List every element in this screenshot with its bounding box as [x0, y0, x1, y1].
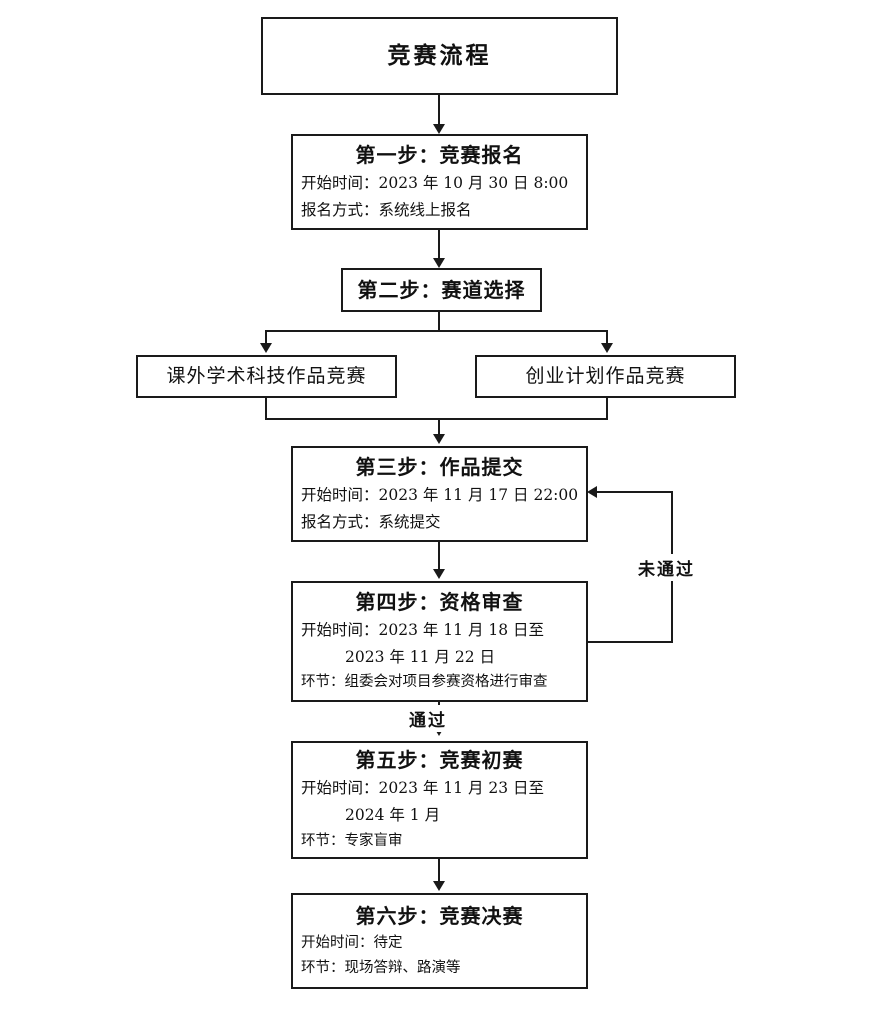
connector-track-right-to-merge: [606, 398, 608, 420]
node-step3-line-2: 报名方式：系统提交: [301, 512, 441, 531]
node-step4-line-3: 环节：组委会对项目参赛资格进行审查: [301, 674, 548, 691]
connector-fail-step3-entry: [597, 491, 673, 493]
node-step6-line-1: 开始时间：待定: [301, 934, 403, 951]
node-step3-title: 第三步：作品提交: [355, 454, 524, 479]
connector-step2-to-split: [438, 312, 440, 332]
node-step6-line-2: 环节：现场答辩、路演等: [301, 959, 461, 976]
node-track-right-label: 创业计划作品竞赛: [525, 365, 686, 388]
edge-label-fail: 未通过: [635, 554, 698, 581]
node-step6: 第六步：竞赛决赛 开始时间：待定 环节：现场答辩、路演等: [291, 893, 588, 989]
arrow-title-to-step1-icon: [433, 124, 445, 134]
node-track-left: 课外学术科技作品竞赛: [136, 355, 397, 398]
node-step3-line-1: 开始时间：2023 年 11 月 17 日 22:00: [301, 485, 579, 504]
arrow-step1-to-step2-icon: [433, 258, 445, 268]
connector-title-to-step1: [438, 95, 440, 128]
arrow-fail-to-step3-icon: [587, 486, 597, 498]
node-step2: 第二步：赛道选择: [341, 268, 542, 312]
node-track-right: 创业计划作品竞赛: [475, 355, 736, 398]
node-step3: 第三步：作品提交 开始时间：2023 年 11 月 17 日 22:00 报名方…: [291, 446, 588, 542]
node-step2-title: 第二步：赛道选择: [357, 278, 526, 302]
flowchart-title-label: 竞赛流程: [387, 41, 492, 69]
node-step4-title: 第四步：资格审查: [355, 589, 524, 614]
flowchart-title-box: 竞赛流程: [261, 17, 618, 95]
connector-step3-to-step4: [438, 542, 440, 571]
node-step5-line-2: 2024 年 1 月: [345, 806, 441, 825]
node-step4: 第四步：资格审查 开始时间：2023 年 11 月 18 日至 2023 年 1…: [291, 581, 588, 702]
node-track-left-label: 课外学术科技作品竞赛: [166, 365, 367, 388]
connector-track-left-to-merge: [265, 398, 267, 420]
node-step1-title: 第一步：竞赛报名: [355, 142, 524, 167]
node-step6-title: 第六步：竞赛决赛: [355, 903, 524, 928]
connector-split-to-track-left: [265, 330, 267, 345]
node-step5-line-1: 开始时间：2023 年 11 月 23 日至: [301, 779, 545, 798]
node-step5-line-3: 环节：专家盲审: [301, 832, 403, 849]
connector-step1-to-step2: [438, 230, 440, 262]
edge-label-pass: 通过: [406, 705, 450, 732]
node-step1-line-2: 报名方式：系统线上报名: [301, 200, 472, 219]
connector-merge-to-step3: [438, 418, 440, 436]
connector-fail-step4-exit: [588, 641, 673, 643]
arrow-split-to-track-left-icon: [260, 343, 272, 353]
node-step1-line-1: 开始时间：2023 年 10 月 30 日 8:00: [301, 173, 569, 192]
connector-split-to-track-right: [606, 330, 608, 345]
node-step1: 第一步：竞赛报名 开始时间：2023 年 10 月 30 日 8:00 报名方式…: [291, 134, 588, 230]
node-step4-line-2: 2023 年 11 月 22 日: [345, 647, 496, 666]
arrow-split-to-track-right-icon: [601, 343, 613, 353]
node-step5-title: 第五步：竞赛初赛: [355, 748, 524, 773]
arrow-step5-to-step6-icon: [433, 881, 445, 891]
connector-step5-to-step6: [438, 859, 440, 883]
arrow-step3-to-step4-icon: [433, 569, 445, 579]
split-bar-tracks: [265, 330, 608, 332]
node-step4-line-1: 开始时间：2023 年 11 月 18 日至: [301, 620, 545, 639]
merge-bar-tracks: [265, 418, 608, 420]
node-step5: 第五步：竞赛初赛 开始时间：2023 年 11 月 23 日至 2024 年 1…: [291, 741, 588, 859]
arrow-merge-to-step3-icon: [433, 434, 445, 444]
